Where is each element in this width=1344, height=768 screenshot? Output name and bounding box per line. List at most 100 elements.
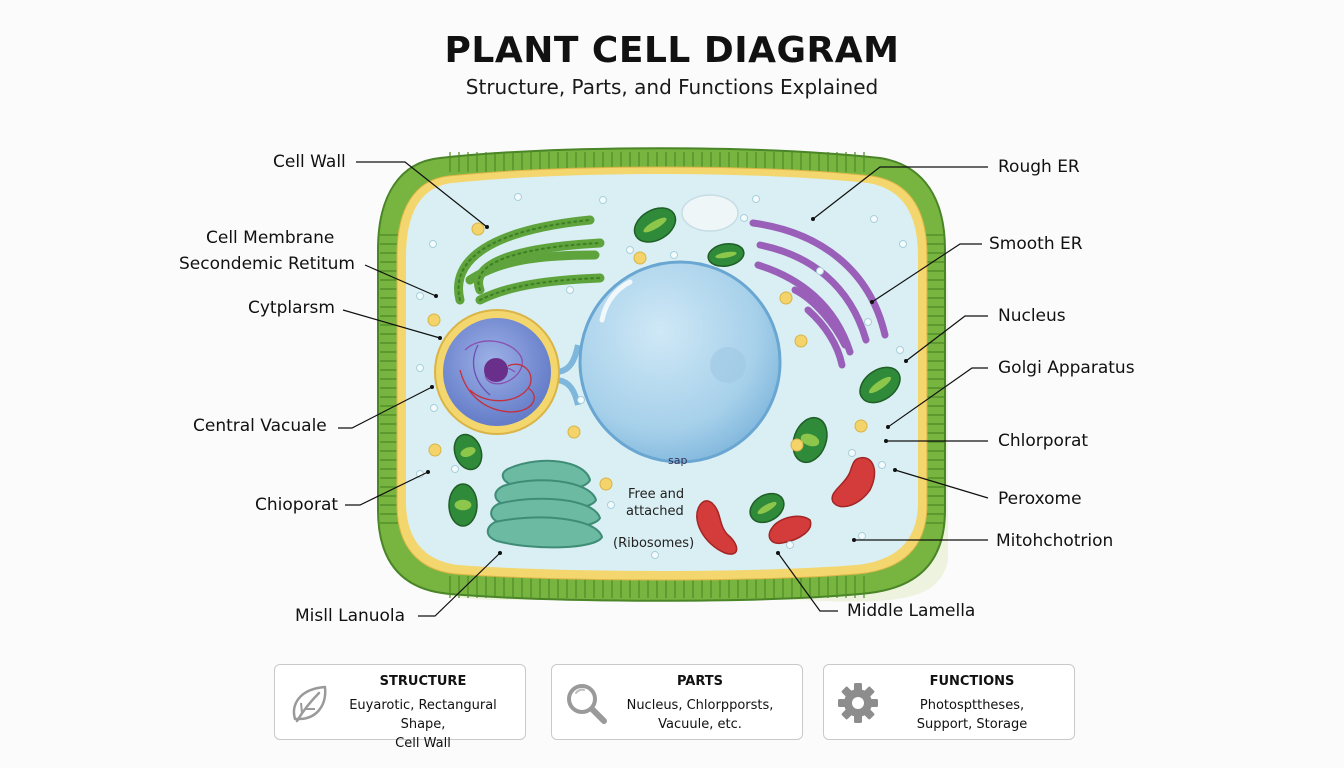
lipid-droplet: [567, 425, 581, 439]
ribosome: [786, 541, 794, 549]
ribosome: [607, 501, 615, 509]
ribosomes-label-line3: (Ribosomes): [613, 536, 695, 551]
nucleolus: [484, 358, 508, 382]
chloroplast: [792, 416, 828, 464]
label-smooth-er: Smooth ER: [989, 234, 1083, 254]
leader-misll: [418, 552, 501, 617]
card-parts-line1: Nucleus, Chlorpporsts,: [626, 698, 774, 713]
chloroplast: [749, 492, 785, 524]
lipid-droplet: [471, 222, 485, 236]
lipid-droplet: [427, 313, 441, 327]
leader-peroxisome: [894, 469, 989, 499]
ribosome: [740, 214, 748, 222]
ribosomes-label-line2: attached: [626, 504, 684, 519]
label-middle-lamella: Middle Lamella: [847, 601, 976, 621]
ribosomes-label-line1: Free and: [628, 487, 685, 502]
label-cytoplasm: Cytplarsm: [248, 298, 335, 318]
leader-golgi: [887, 367, 988, 428]
card-structure-line1: Euyarotic, Rectangural Shape,: [349, 698, 497, 732]
label-cell-membrane: Cell Membrane: [206, 228, 335, 248]
chloroplast: [707, 242, 745, 268]
ribosome: [626, 246, 634, 254]
lipid-droplet: [854, 419, 868, 433]
ribosome: [858, 532, 866, 540]
ribosome: [899, 240, 907, 248]
lipid-droplet: [790, 438, 804, 452]
leader-middle-lamella: [777, 552, 838, 612]
ribosome: [670, 251, 678, 259]
leaf-icon: [292, 685, 327, 723]
ribosome: [651, 551, 659, 559]
gear-icon: [838, 683, 878, 723]
label-cell-wall: Cell Wall: [273, 152, 346, 172]
leader-secondemic: [364, 264, 437, 297]
label-mitochondrion: Mitohchotrion: [996, 531, 1114, 551]
ribosome: [451, 465, 459, 473]
card-functions: FUNCTIONS Photospttheses, Support, Stora…: [823, 664, 1075, 740]
chloroplasts: [448, 207, 901, 527]
ribosome: [430, 404, 438, 412]
ribosome: [752, 195, 760, 203]
label-chloroplast-left: Chioporat: [255, 495, 339, 515]
lipid-droplet: [428, 443, 442, 457]
card-parts-body: Nucleus, Chlorpporsts, Vacuule, etc.: [602, 696, 798, 734]
label-golgi-apparatus: Golgi Apparatus: [998, 358, 1135, 378]
card-functions-line1: Photospttheses,: [919, 698, 1025, 713]
page-subtitle: Structure, Parts, and Functions Explaine…: [465, 75, 879, 99]
lipid-droplet: [779, 291, 793, 305]
card-structure-line2: Cell Wall: [395, 736, 451, 751]
card-parts-title: PARTS: [676, 674, 724, 689]
card-structure-body: Euyarotic, Rectangural Shape, Cell Wall: [325, 696, 521, 753]
ribosome: [896, 346, 904, 354]
ribosome: [566, 286, 574, 294]
ribosome: [577, 396, 585, 404]
leader-lines: [338, 161, 989, 617]
leader-dots: [426, 217, 908, 555]
golgi-apparatus: [486, 459, 604, 549]
label-nucleus: Nucleus: [998, 306, 1066, 326]
vesicle: [681, 194, 739, 232]
chloroplast: [453, 433, 483, 471]
label-misll-lanuola: Misll Lanuola: [295, 606, 406, 626]
sap-label: sap: [668, 454, 688, 467]
rough-er-beads: [457, 219, 601, 301]
leader-central-vacuole: [338, 386, 433, 429]
ribosome: [416, 364, 424, 372]
ribosome: [619, 537, 627, 545]
ribosome: [416, 292, 424, 300]
ribosome: [848, 449, 856, 457]
ribosome: [429, 240, 437, 248]
leader-chloroplast-left: [345, 471, 429, 506]
card-functions-title: FUNCTIONS: [929, 674, 1015, 689]
ribosome: [870, 215, 878, 223]
card-parts: PARTS Nucleus, Chlorpporsts, Vacuule, et…: [551, 664, 803, 740]
ribosome: [878, 461, 886, 469]
page-title: PLANT CELL DIAGRAM: [444, 30, 900, 71]
label-rough-er: Rough ER: [998, 157, 1080, 177]
card-functions-line2: Support, Storage: [916, 717, 1028, 732]
smooth-er: [749, 219, 889, 369]
card-functions-body: Photospttheses, Support, Storage: [874, 696, 1070, 734]
card-structure-title: STRUCTURE: [379, 674, 467, 689]
ribosome: [864, 318, 872, 326]
label-chloroplast-right: Chlorporat: [998, 431, 1089, 451]
leader-cytoplasm: [342, 309, 441, 339]
card-structure: STRUCTURE Euyarotic, Rectangural Shape, …: [274, 664, 526, 751]
nucleus: [434, 309, 560, 435]
ribosome: [599, 196, 607, 204]
mitochondria: [696, 456, 876, 555]
chloroplast: [448, 483, 478, 527]
leader-cell-wall: [356, 161, 488, 228]
lipid-droplet: [633, 251, 647, 265]
leader-rough-er: [812, 166, 988, 220]
lipid-droplet: [599, 477, 613, 491]
label-central-vacuole: Central Vacuale: [193, 416, 327, 436]
label-secondemic-retitum: Secondemic Retitum: [179, 254, 355, 274]
ribosome: [514, 193, 522, 201]
card-parts-line2: Vacuule, etc.: [658, 717, 742, 732]
ribosome-particles: [416, 193, 907, 559]
chloroplast: [633, 207, 677, 243]
leader-smooth-er: [871, 243, 982, 303]
lipid-droplet: [794, 334, 808, 348]
